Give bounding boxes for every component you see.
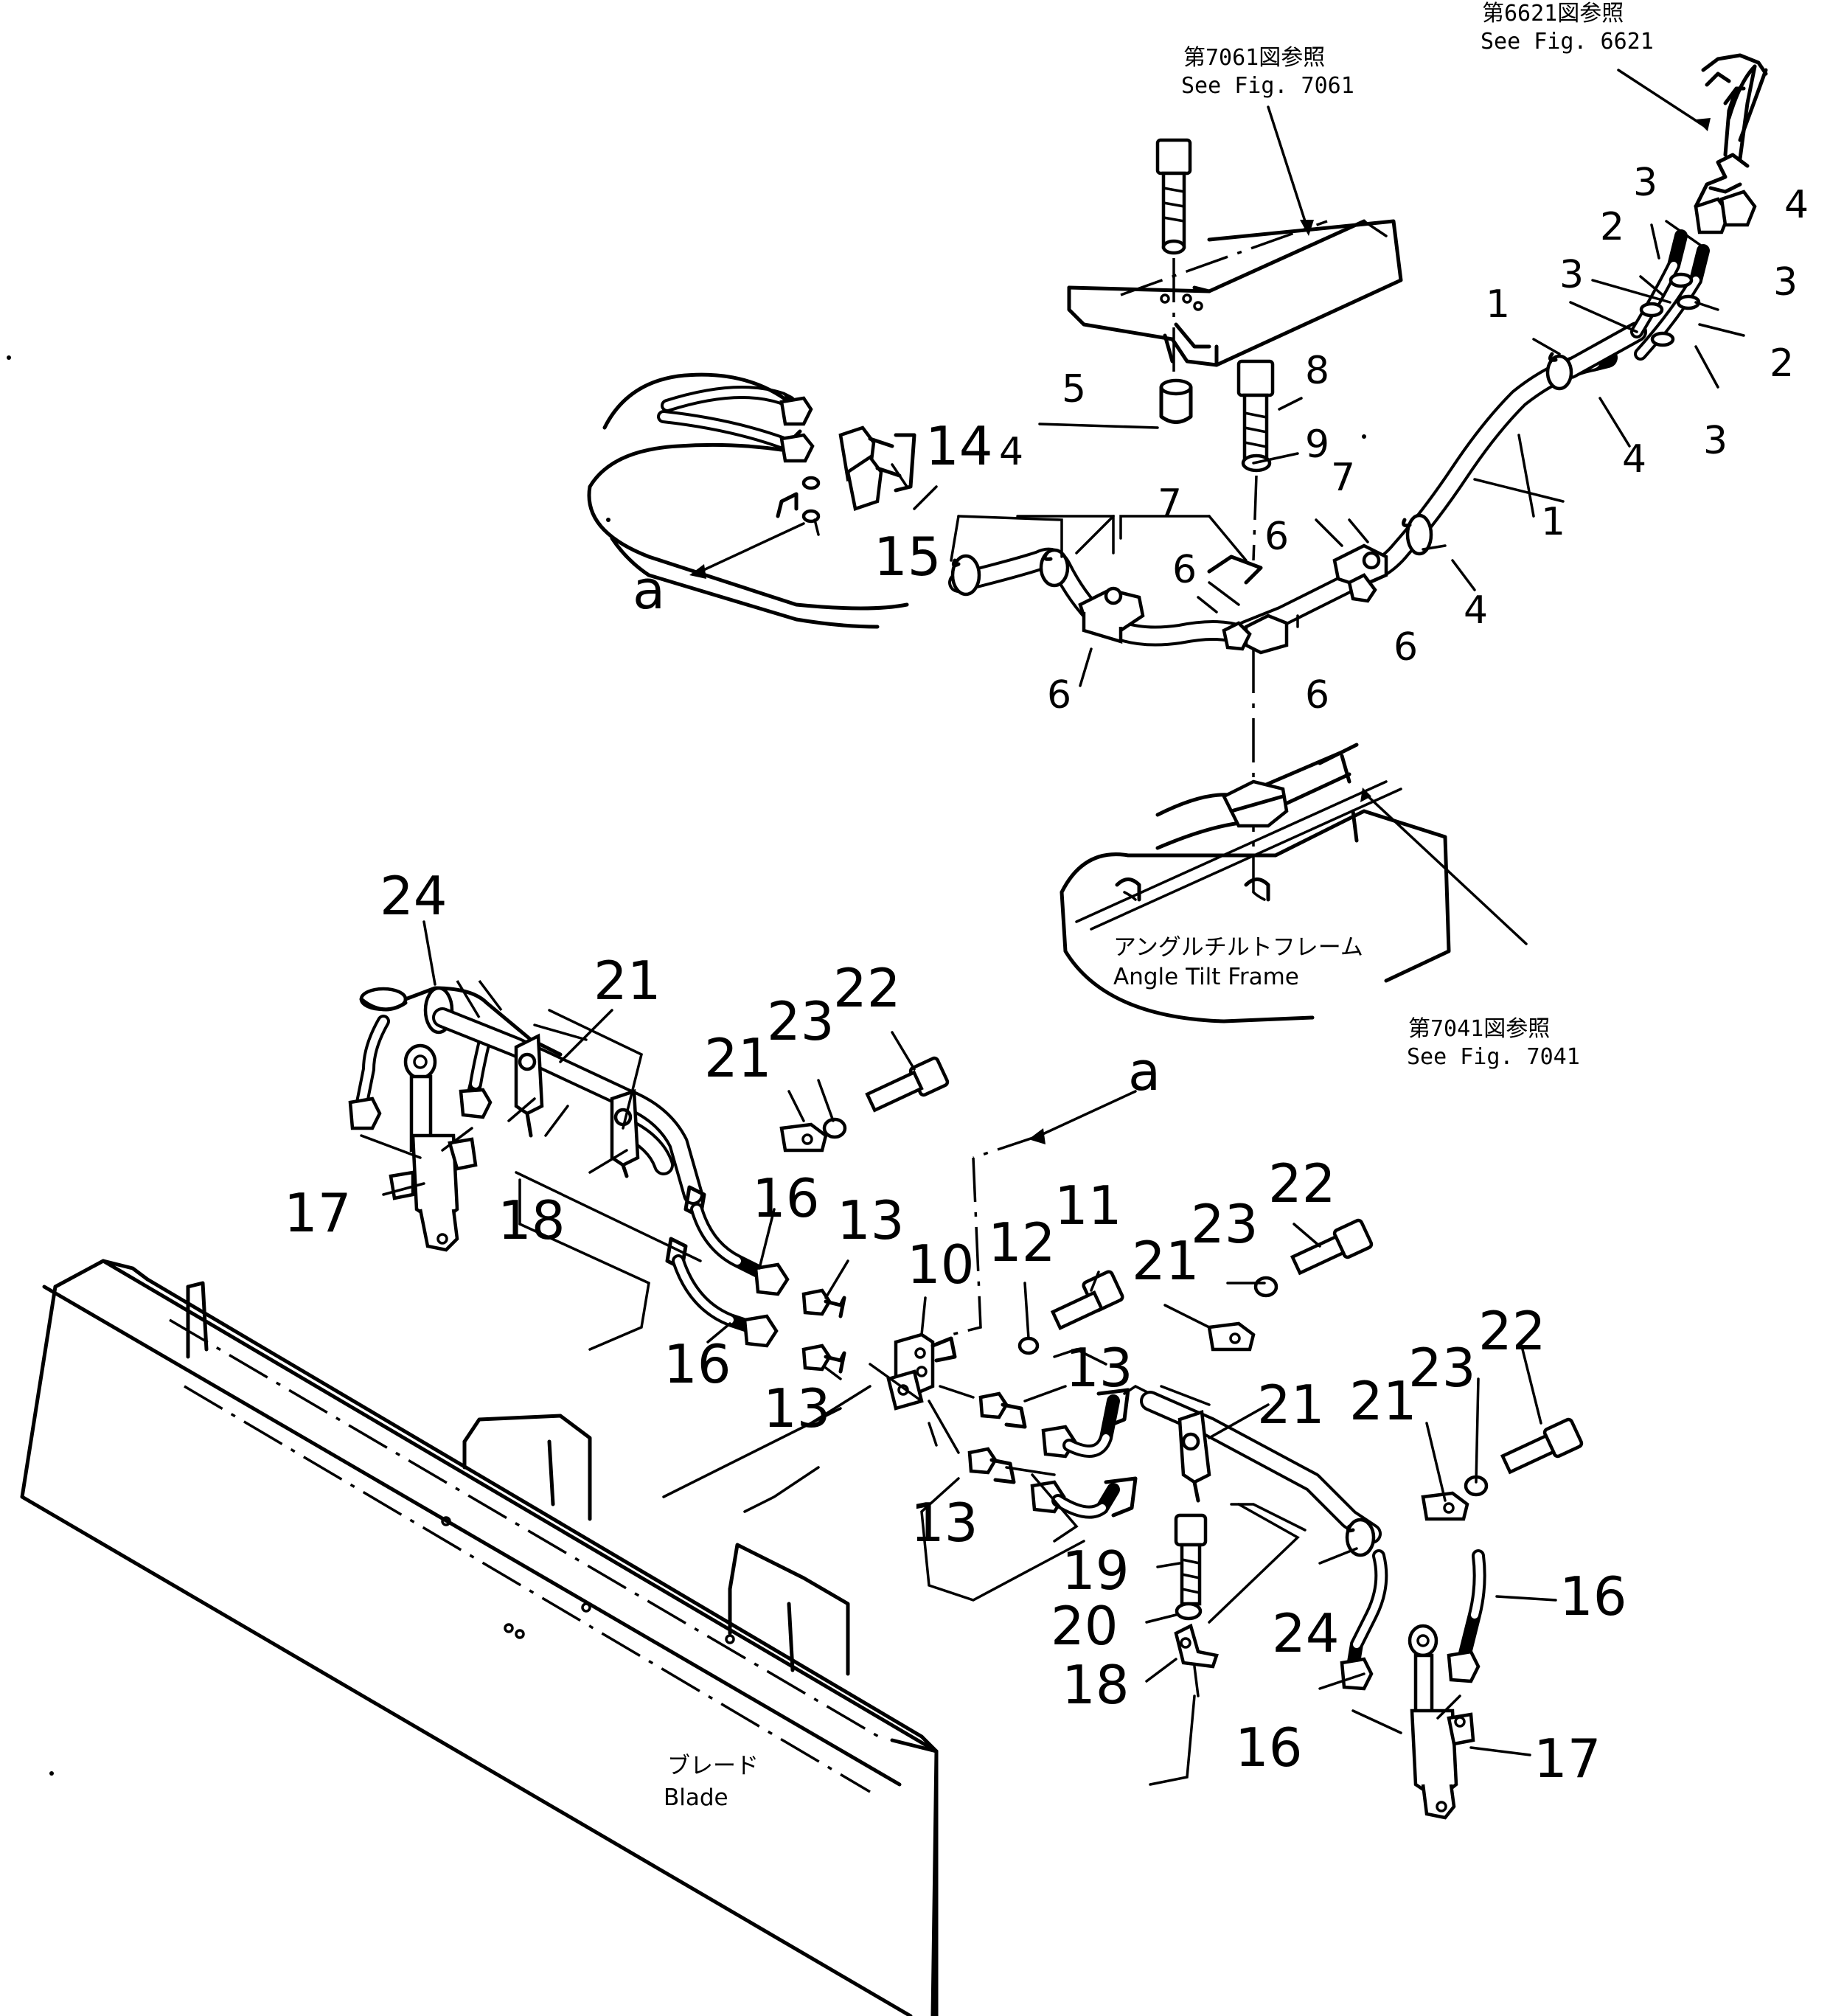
callout-1: 1 bbox=[1486, 282, 1510, 327]
upper-bracket bbox=[1067, 219, 1403, 367]
upper-hose-loop bbox=[587, 372, 909, 629]
part-callouts: 1 1 2 2 3 3 3 3 4 4 4 4 5 6 6 6 6 6 7 7 … bbox=[284, 161, 1809, 1790]
callout-2: 2 bbox=[1600, 205, 1624, 249]
callout-20: 20 bbox=[1051, 1595, 1118, 1657]
caption-frame-jp: アングルチルトフレーム bbox=[1113, 934, 1363, 961]
callout-19: 19 bbox=[1062, 1540, 1130, 1602]
callout-21: 21 bbox=[1132, 1230, 1200, 1292]
left-tube-clamps bbox=[432, 1007, 703, 1205]
callout-23: 23 bbox=[767, 990, 835, 1052]
callout-6: 6 bbox=[1305, 673, 1329, 717]
callout-6: 6 bbox=[1047, 673, 1071, 717]
callout-13: 13 bbox=[837, 1189, 905, 1251]
callout-4: 4 bbox=[1784, 183, 1809, 227]
tube-collars-4 bbox=[950, 352, 1573, 597]
ref-6621-jp: 第6621図参照 bbox=[1482, 1, 1624, 27]
callout-2: 2 bbox=[1770, 341, 1794, 386]
callout-17: 17 bbox=[284, 1182, 352, 1244]
callout-9: 9 bbox=[1305, 423, 1329, 467]
caption-blade-en: Blade bbox=[664, 1784, 728, 1811]
leader-lines bbox=[382, 69, 1745, 1756]
ref-7041-en: See Fig. 7041 bbox=[1407, 1044, 1580, 1070]
ref-7041-jp: 第7041図参照 bbox=[1408, 1016, 1550, 1042]
callout-5: 5 bbox=[1062, 367, 1086, 411]
reference-fig-7061: 第7061図参照 See Fig. 7061 bbox=[1181, 45, 1354, 99]
callout-3: 3 bbox=[1559, 253, 1584, 297]
callout-21: 21 bbox=[594, 950, 661, 1012]
callout-18: 18 bbox=[498, 1189, 566, 1251]
blade bbox=[20, 1259, 939, 2016]
caption-frame-en: Angle Tilt Frame bbox=[1113, 964, 1299, 990]
connectors-13-left bbox=[801, 1288, 846, 1374]
callout-3: 3 bbox=[1633, 161, 1657, 205]
lower-frame-outline bbox=[515, 1171, 1300, 1786]
callout-16: 16 bbox=[664, 1333, 731, 1395]
callout-10: 10 bbox=[907, 1234, 975, 1296]
callout-11: 11 bbox=[1054, 1175, 1122, 1237]
stray-dot bbox=[49, 1771, 54, 1776]
caption-blade-jp: ブレード bbox=[667, 1753, 759, 1779]
callout-4: 4 bbox=[1622, 437, 1646, 482]
callout-21: 21 bbox=[704, 1027, 772, 1089]
view-label-a-lower: a bbox=[1128, 1040, 1161, 1102]
callout-17: 17 bbox=[1534, 1728, 1601, 1790]
callout-21: 21 bbox=[1349, 1370, 1417, 1432]
bolts-11-22 bbox=[779, 1056, 1584, 1521]
callout-7: 7 bbox=[1158, 482, 1182, 526]
callout-4: 4 bbox=[1464, 588, 1488, 633]
ref-7061-jp: 第7061図参照 bbox=[1183, 45, 1325, 71]
callout-12: 12 bbox=[988, 1212, 1056, 1273]
bracket-bolt bbox=[1155, 138, 1193, 424]
callout-4: 4 bbox=[999, 430, 1023, 474]
right-tube-clamps bbox=[1123, 1384, 1382, 1557]
callout-14: 14 bbox=[925, 415, 993, 477]
callout-22: 22 bbox=[1478, 1300, 1546, 1362]
elbow-fittings-14 bbox=[776, 425, 916, 524]
callout-13: 13 bbox=[763, 1377, 831, 1439]
callout-16: 16 bbox=[1559, 1565, 1627, 1627]
callout-22: 22 bbox=[833, 957, 901, 1019]
reference-fig-7041: 第7041図参照 See Fig. 7041 bbox=[1407, 1016, 1580, 1070]
callout-24: 24 bbox=[1272, 1602, 1340, 1664]
callout-23: 23 bbox=[1408, 1337, 1476, 1399]
right-end-hoses bbox=[1630, 53, 1768, 361]
callout-13: 13 bbox=[1065, 1337, 1133, 1399]
callout-6: 6 bbox=[1394, 625, 1418, 670]
callout-15: 15 bbox=[874, 526, 942, 588]
ref-7061-en: See Fig. 7061 bbox=[1181, 73, 1354, 99]
callout-16: 16 bbox=[752, 1167, 820, 1229]
reference-fig-6621: 第6621図参照 See Fig. 6621 bbox=[1481, 1, 1654, 55]
bolt-19 bbox=[1174, 1513, 1219, 1697]
callout-6: 6 bbox=[1264, 515, 1289, 559]
callout-3: 3 bbox=[1703, 419, 1728, 463]
callout-16: 16 bbox=[1235, 1717, 1303, 1779]
callout-22: 22 bbox=[1268, 1153, 1336, 1214]
callout-24: 24 bbox=[380, 865, 448, 927]
connectors-13-right bbox=[928, 1385, 1138, 1519]
callout-23: 23 bbox=[1191, 1193, 1259, 1255]
hose-nuts bbox=[779, 396, 815, 463]
stray-dot bbox=[606, 518, 610, 522]
ref-6621-en: See Fig. 6621 bbox=[1481, 29, 1654, 55]
angle-tilt-frame bbox=[1060, 649, 1451, 1023]
callout-1: 1 bbox=[1541, 500, 1565, 544]
left-hoses-16 bbox=[665, 1185, 790, 1348]
upper-tube-assembly bbox=[948, 321, 1647, 647]
callout-18: 18 bbox=[1062, 1654, 1130, 1716]
stray-dot bbox=[1362, 434, 1366, 439]
callout-13: 13 bbox=[911, 1492, 978, 1554]
stray-dot bbox=[7, 355, 11, 360]
callout-6: 6 bbox=[1172, 548, 1197, 592]
view-label-a-upper: a bbox=[633, 559, 665, 621]
callout-7: 7 bbox=[1331, 456, 1355, 500]
tube-clamps-6-7 bbox=[1078, 543, 1388, 655]
callout-3: 3 bbox=[1773, 260, 1798, 305]
callout-21: 21 bbox=[1257, 1374, 1325, 1436]
right-cylinder-17 bbox=[1340, 1549, 1486, 1820]
callout-8: 8 bbox=[1305, 349, 1329, 393]
